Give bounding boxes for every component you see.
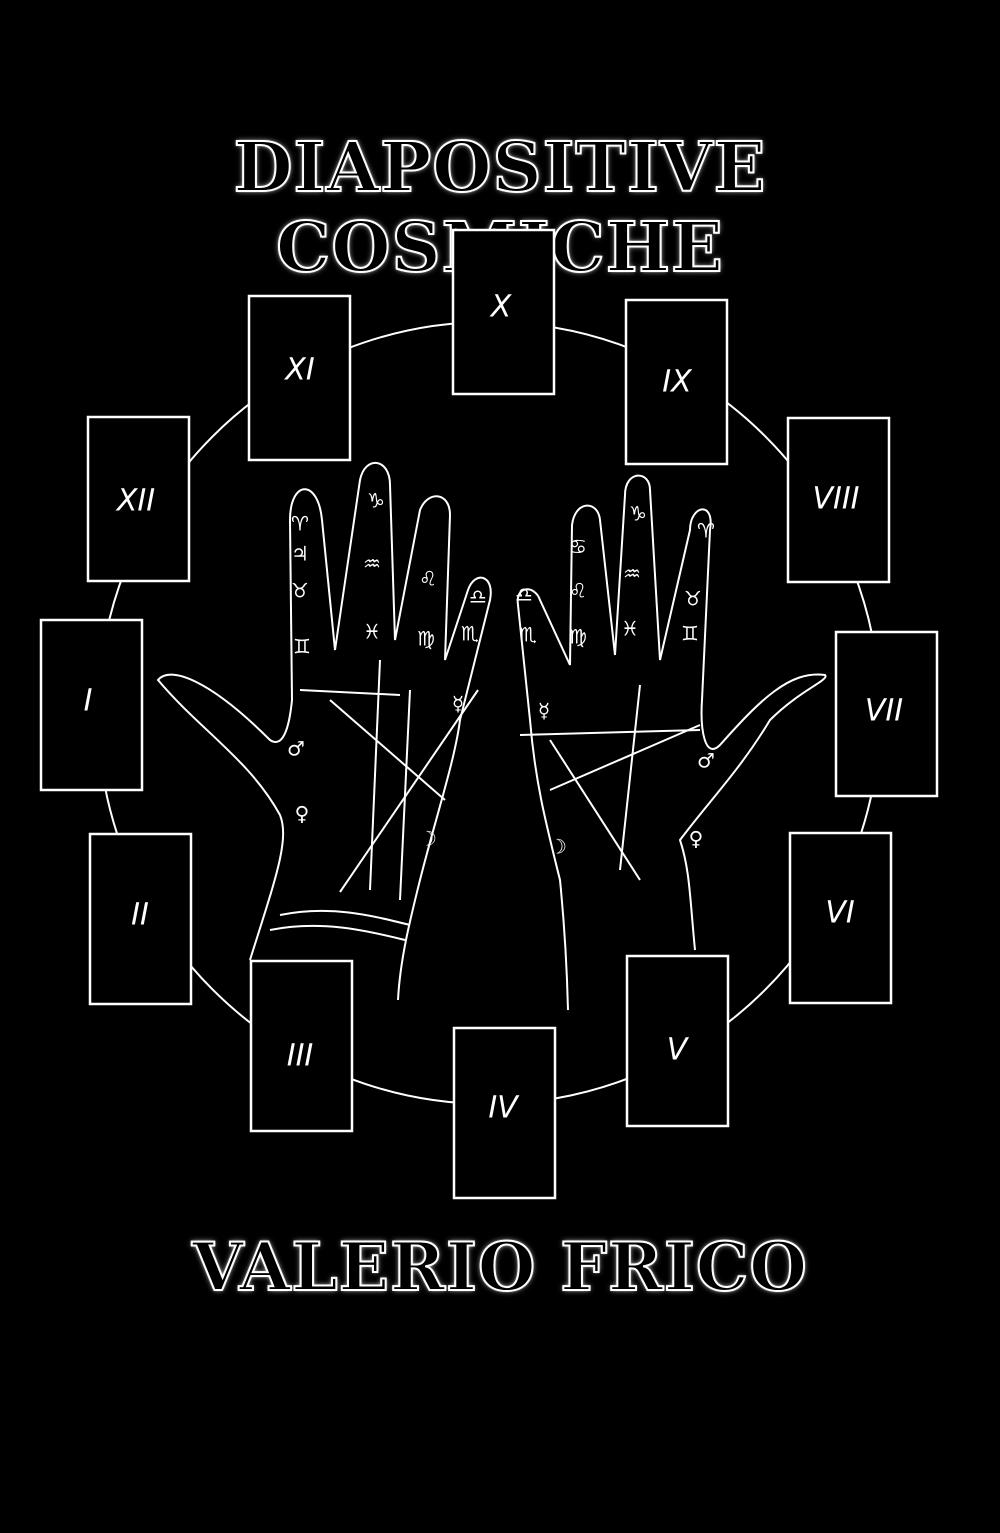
virgo-glyph: ♍	[569, 625, 587, 649]
house-card-i: I	[39, 618, 144, 792]
svg-text:II: II	[131, 898, 149, 933]
svg-text:IX: IX	[662, 365, 693, 400]
scorpio-glyph: ♏	[461, 622, 479, 646]
virgo-glyph: ♍	[417, 627, 435, 651]
libra-glyph: ♎	[469, 585, 487, 609]
moon-glyph: ☽	[549, 835, 567, 859]
house-card-vii: VII	[834, 630, 939, 798]
libra-glyph: ♎	[515, 583, 533, 607]
house-card-x: X	[451, 228, 556, 396]
svg-text:VII: VII	[865, 694, 903, 729]
mercury-glyph: ☿	[538, 699, 550, 723]
capricorn-glyph: ♑	[367, 489, 385, 513]
right-hand-drawing	[516, 474, 827, 1011]
svg-text:VIII: VIII	[812, 482, 859, 517]
capricorn-glyph: ♑	[629, 502, 647, 526]
leo-glyph: ♌	[419, 567, 437, 591]
right-hand-zodiac-glyphs: ♈ ♉ ♊ ♑ ♒ ♓ ♋ ♌ ♍ ♎ ♏ ♂ ♀ ☽ ☿	[515, 502, 715, 859]
scorpio-glyph: ♏	[519, 623, 537, 647]
svg-text:IV: IV	[488, 1091, 520, 1126]
venus-glyph: ♀	[295, 802, 310, 826]
mars-glyph: ♂	[697, 749, 715, 773]
mars-glyph: ♂	[287, 737, 305, 761]
svg-text:III: III	[287, 1039, 314, 1074]
house-card-iii: III	[249, 959, 354, 1133]
mercury-glyph: ☿	[452, 692, 464, 716]
zodiac-ring	[97, 321, 881, 1105]
jupiter-glyph: ♃	[291, 542, 309, 566]
taurus-glyph: ♉	[684, 587, 702, 611]
house-card-ii: II	[88, 832, 193, 1006]
venus-glyph: ♀	[689, 827, 704, 851]
svg-text:VI: VI	[825, 896, 855, 931]
aquarius-glyph: ♒	[623, 562, 641, 586]
svg-text:I: I	[84, 684, 93, 719]
aries-glyph: ♈	[697, 519, 715, 543]
moon-glyph: ☽	[419, 827, 437, 851]
gemini-glyph: ♊	[293, 635, 311, 659]
svg-text:XII: XII	[115, 484, 155, 519]
house-card-xii: XII	[86, 415, 191, 583]
house-card-v: V	[625, 954, 730, 1128]
aries-glyph: ♈	[291, 512, 309, 536]
taurus-glyph: ♉	[291, 579, 309, 603]
house-card-vi: VI	[788, 831, 893, 1005]
book-author: VALERIO FRICO	[191, 1227, 808, 1307]
left-hand-drawing	[156, 461, 492, 1001]
house-card-ix: IX	[624, 298, 729, 466]
left-hand-zodiac-glyphs: ♈ ♃ ♉ ♊ ♑ ♒ ♓ ♌ ♍ ♎ ♏ ♂ ♀ ☽ ☿	[287, 489, 487, 851]
pisces-glyph: ♓	[363, 620, 381, 644]
house-card-viii: VIII	[786, 416, 891, 584]
house-card-xi: XI	[247, 294, 352, 462]
svg-text:XI: XI	[283, 353, 315, 388]
pisces-glyph: ♓	[621, 617, 639, 641]
aquarius-glyph: ♒	[363, 552, 381, 576]
svg-text:X: X	[489, 290, 513, 325]
house-card-iv: IV	[452, 1026, 557, 1200]
gemini-glyph: ♊	[681, 622, 699, 646]
cancer-glyph: ♋	[569, 535, 587, 559]
leo-glyph: ♌	[569, 579, 587, 603]
svg-text:V: V	[667, 1033, 690, 1068]
